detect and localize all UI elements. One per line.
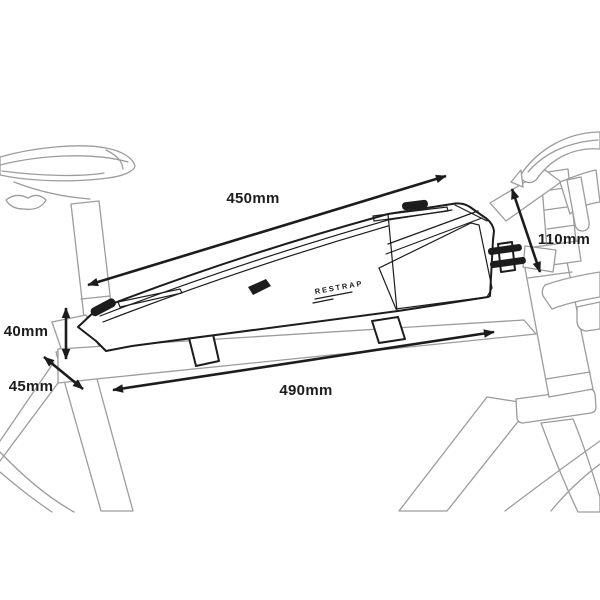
- rear-wheel-arc-outer: [0, 451, 75, 513]
- bag-zipper-pull-rear: [90, 298, 116, 317]
- saddle-rails: [5, 181, 91, 210]
- dimension-label-rear-height: 40mm: [4, 323, 49, 340]
- dimension-arrow-top-length: [87, 174, 447, 287]
- dimension-label-rear-width: 45mm: [9, 378, 54, 395]
- dimension-arrow-rear-width: [43, 355, 84, 391]
- seat-post: [70, 200, 113, 318]
- bag-zipper-garage: [117, 288, 183, 308]
- dimension-arrow-bottom-length: [112, 329, 495, 393]
- brake-hood-contour: [527, 139, 599, 173]
- saddle: [0, 145, 136, 182]
- seat-stays: [0, 361, 65, 462]
- handlebar-segment-lower: [576, 301, 600, 332]
- down-tube: [398, 396, 533, 512]
- saddle-contours: [0, 149, 129, 177]
- dimension-label-bottom-length: 490mm: [279, 382, 332, 399]
- fork-crown: [515, 388, 597, 424]
- bag-strap-front: [371, 316, 406, 344]
- dimension-arrow-front-height: [510, 188, 542, 273]
- brand-logo-underline: [312, 291, 353, 304]
- dimension-label-top-length: 450mm: [226, 190, 279, 207]
- dimension-label-front-height: 110mm: [538, 231, 590, 248]
- fork-blade: [540, 418, 600, 513]
- front-wheel-arcs: [504, 440, 600, 512]
- rear-wheel-arc-inner: [0, 471, 53, 513]
- brake-hood: [519, 131, 600, 184]
- brake-lever-blade: [566, 176, 590, 232]
- seat-post-clamp: [80, 295, 111, 300]
- head-tube-rings: [527, 271, 591, 380]
- hood-tip: [510, 169, 524, 188]
- bag-mesh-panel: [378, 222, 493, 310]
- dimension-annotations: 450mm 110mm 40mm 45mm 490mm: [4, 174, 590, 399]
- handlebar-segment-upper: [541, 271, 600, 310]
